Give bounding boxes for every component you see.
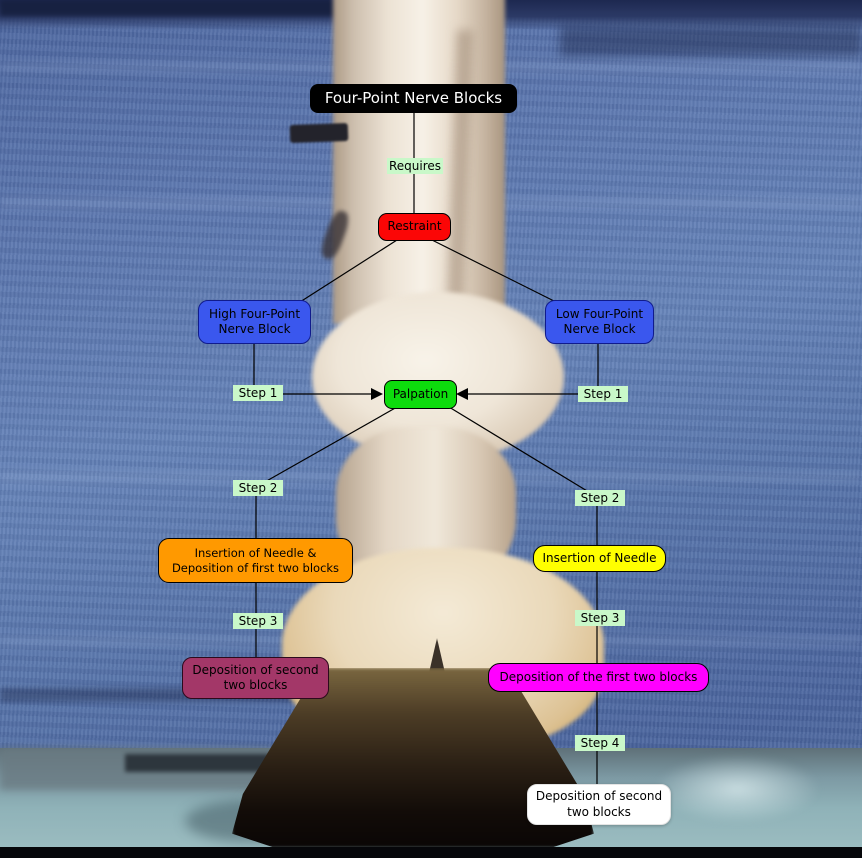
node-label-line: Nerve Block xyxy=(563,322,636,336)
palpation-node: Palpation xyxy=(384,380,457,409)
cloth-fold-top-right xyxy=(560,26,862,56)
low-four-point-nerve-block-node: Low Four-Point Nerve Block xyxy=(545,300,654,344)
high-four-point-nerve-block-node: High Four-Point Nerve Block xyxy=(198,300,311,344)
node-label-line: Insertion of Needle & xyxy=(194,545,317,560)
step1-left-label: Step 1 xyxy=(233,385,283,401)
requires-label: Requires xyxy=(387,158,443,174)
deposition-first-two-blocks-node: Deposition of the first two blocks xyxy=(488,663,709,692)
node-label-line: Deposition of first two blocks xyxy=(171,560,340,575)
node-label-line: High Four-Point xyxy=(208,306,301,321)
deposition-second-two-blocks-right-node: Deposition of second two blocks xyxy=(527,784,671,825)
diagram-title: Four-Point Nerve Blocks xyxy=(310,84,517,113)
step3-left-label: Step 3 xyxy=(233,613,283,629)
node-label-line: two blocks xyxy=(567,804,631,819)
node-label-line: two blocks xyxy=(223,678,288,692)
restraint-node: Restraint xyxy=(378,213,451,241)
node-label-line: Deposition of second xyxy=(192,662,319,677)
insertion-and-deposition-node: Insertion of Needle & Deposition of firs… xyxy=(158,538,353,583)
bottom-black-strip xyxy=(0,847,862,858)
insertion-of-needle-node: Insertion of Needle xyxy=(533,545,666,572)
cloth-fold-top-left xyxy=(0,0,350,16)
node-label-line: Low Four-Point xyxy=(555,306,644,321)
table-reflection xyxy=(655,755,820,823)
deposition-second-two-blocks-left-node: Deposition of second two blocks xyxy=(182,657,329,699)
arrowhead-right-icon xyxy=(371,388,383,400)
step4-label: Step 4 xyxy=(575,735,625,751)
step1-right-label: Step 1 xyxy=(578,386,628,402)
step3-right-label: Step 3 xyxy=(575,610,625,626)
arrowhead-left-icon xyxy=(456,388,468,400)
step2-right-label: Step 2 xyxy=(575,490,625,506)
node-label-line: Nerve Block xyxy=(218,322,291,336)
step2-left-label: Step 2 xyxy=(233,480,283,496)
node-label-line: Deposition of second xyxy=(535,789,663,804)
